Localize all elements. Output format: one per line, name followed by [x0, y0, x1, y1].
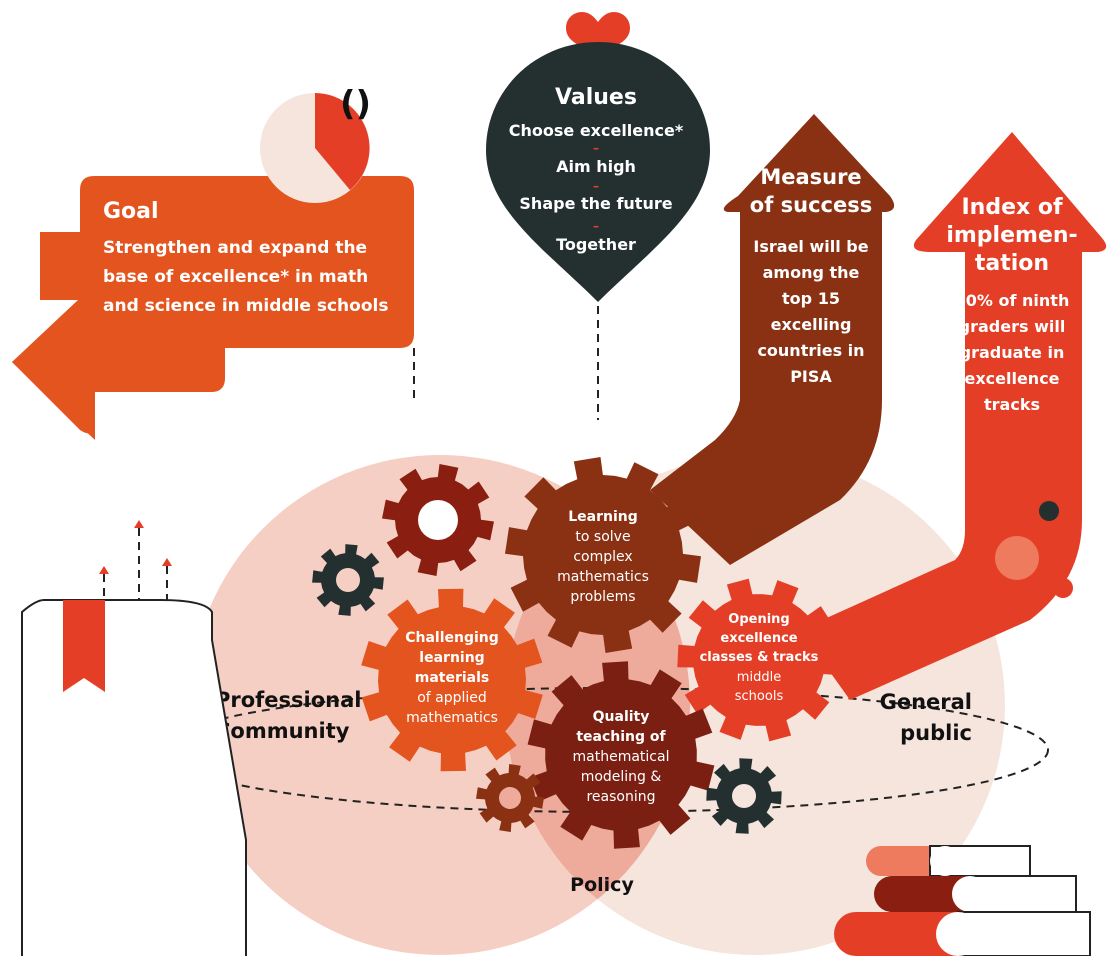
quality-line-1: mathematical: [573, 749, 670, 765]
values-item-1: Choose excellence*: [509, 121, 684, 140]
gear-icon-top-left-hole: [418, 500, 458, 540]
gear-learning-body: [505, 457, 701, 653]
goal-line-2: base of excellence* in math: [103, 267, 368, 287]
values-item-3: Shape the future: [519, 194, 672, 213]
challenging-bold-3: materials: [415, 670, 490, 686]
index-line-3: graduate in: [960, 343, 1065, 362]
measure-arrow-shape: [650, 114, 895, 565]
measure-line-2: among the: [763, 263, 860, 282]
measure-line-4: excelling: [771, 315, 852, 334]
gear-icon-small-brown: [476, 764, 544, 832]
gears: [312, 457, 841, 849]
opening-bold-2: excellence: [720, 631, 797, 646]
values-sep-1: –: [593, 141, 599, 155]
dark-dot: [1039, 501, 1059, 521]
pie-slice: [315, 93, 370, 190]
gear-challenging: [361, 588, 543, 772]
salmon-dot: [995, 536, 1039, 580]
measure-arrow: Measure of success Israel will be among …: [650, 114, 895, 565]
gear-opening: [677, 578, 841, 742]
book-mid-roll: [952, 876, 988, 912]
logo-glyph: (): [340, 84, 371, 124]
challenging-line-2: mathematics: [406, 710, 498, 726]
gear-opening-body: [677, 578, 841, 742]
goal-arrow-shape: [12, 176, 414, 434]
gear-icon-dark-right-hole: [732, 784, 756, 808]
index-arrow: Index of implemen- tation 40% of ninth g…: [800, 132, 1107, 700]
index-line-5: tracks: [984, 395, 1040, 414]
quality-bold-2: teaching of: [576, 729, 666, 745]
values-title: Values: [555, 85, 637, 110]
measure-title-1: Measure: [760, 165, 861, 189]
index-line-4: excellence: [964, 369, 1059, 388]
flag-tip-1: [99, 566, 109, 574]
index-title-3: tation: [975, 251, 1049, 276]
learning-line-4: problems: [570, 589, 635, 605]
goal-banner: Goal Strengthen and expand the base of e…: [12, 176, 414, 440]
goal-line-1: Strengthen and expand the: [103, 238, 367, 258]
professional-label-1: Professional: [215, 688, 362, 712]
gear-icon-top-left: [382, 464, 494, 576]
flag-tip-2: [134, 520, 144, 528]
book-bottom-roll: [936, 912, 980, 956]
book-bottom-pages: [957, 911, 1091, 956]
values-sep-2: –: [593, 179, 599, 193]
quality-line-3: reasoning: [586, 789, 655, 805]
opening-bold-1: Opening: [728, 612, 789, 627]
values-item-4: Together: [556, 235, 636, 254]
index-title-2: implemen-: [946, 223, 1077, 248]
values-item-2: Aim high: [556, 157, 636, 176]
learning-line-1: to solve: [575, 529, 630, 545]
learning-bold-1: Learning: [568, 509, 638, 525]
book-outline: [21, 599, 247, 956]
measure-line-6: PISA: [790, 367, 832, 386]
policy-label: Policy: [570, 874, 634, 896]
values-sep-3: –: [593, 219, 599, 233]
measure-line-1: Israel will be: [753, 237, 868, 256]
gear-quality: [527, 661, 715, 849]
challenging-bold-1: Challenging: [405, 630, 499, 646]
opening-bold-3: classes & tracks: [700, 650, 819, 665]
quality-line-2: modeling &: [581, 769, 662, 785]
measure-line-5: countries in: [757, 341, 864, 360]
general-label-2: public: [900, 721, 972, 745]
goal-line-3: and science in middle schools: [103, 296, 388, 316]
circle-labels: Professional Community General public Po…: [215, 688, 972, 896]
gear-icon-dark-right: [706, 758, 782, 834]
gear-labels: Learning to solve complex mathematics pr…: [405, 509, 818, 805]
gear-challenging-body: [361, 588, 543, 772]
gear-quality-body: [527, 661, 715, 849]
red-dot: [1053, 578, 1073, 598]
pie-graphic: (): [260, 84, 371, 203]
challenging-bold-2: learning: [419, 650, 484, 666]
flag-tips: [99, 520, 172, 574]
index-line-1: 40% of ninth: [955, 291, 1070, 310]
opening-line-2: schools: [735, 689, 784, 704]
book-top-roll: [930, 846, 960, 876]
goal-title: Goal: [103, 199, 159, 224]
book-illustration: [21, 599, 247, 956]
bookmark-icon: [63, 600, 105, 692]
values-drop: Values Choose excellence* – Aim high – S…: [486, 12, 710, 302]
index-title-1: Index of: [961, 195, 1062, 220]
gear-icon-small-brown-hole: [499, 787, 521, 809]
flag-tip-3: [162, 558, 172, 566]
learning-line-3: mathematics: [557, 569, 649, 585]
opening-line-1: middle: [737, 670, 781, 685]
index-line-2: graders will: [959, 317, 1066, 336]
gear-learning: [505, 457, 701, 653]
book-stack: [834, 845, 1091, 956]
gear-icon-dark-left-hole: [336, 568, 360, 592]
quality-bold-1: Quality: [593, 709, 650, 725]
measure-title-2: of success: [750, 193, 872, 217]
gear-icon-dark-left: [312, 544, 384, 616]
challenging-line-1: of applied: [417, 690, 487, 706]
measure-line-3: top 15: [782, 289, 840, 308]
learning-line-2: complex: [573, 549, 632, 565]
values-drop-shape: [486, 42, 710, 302]
general-label-1: General: [880, 690, 972, 714]
professional-label-2: Community: [215, 719, 350, 743]
